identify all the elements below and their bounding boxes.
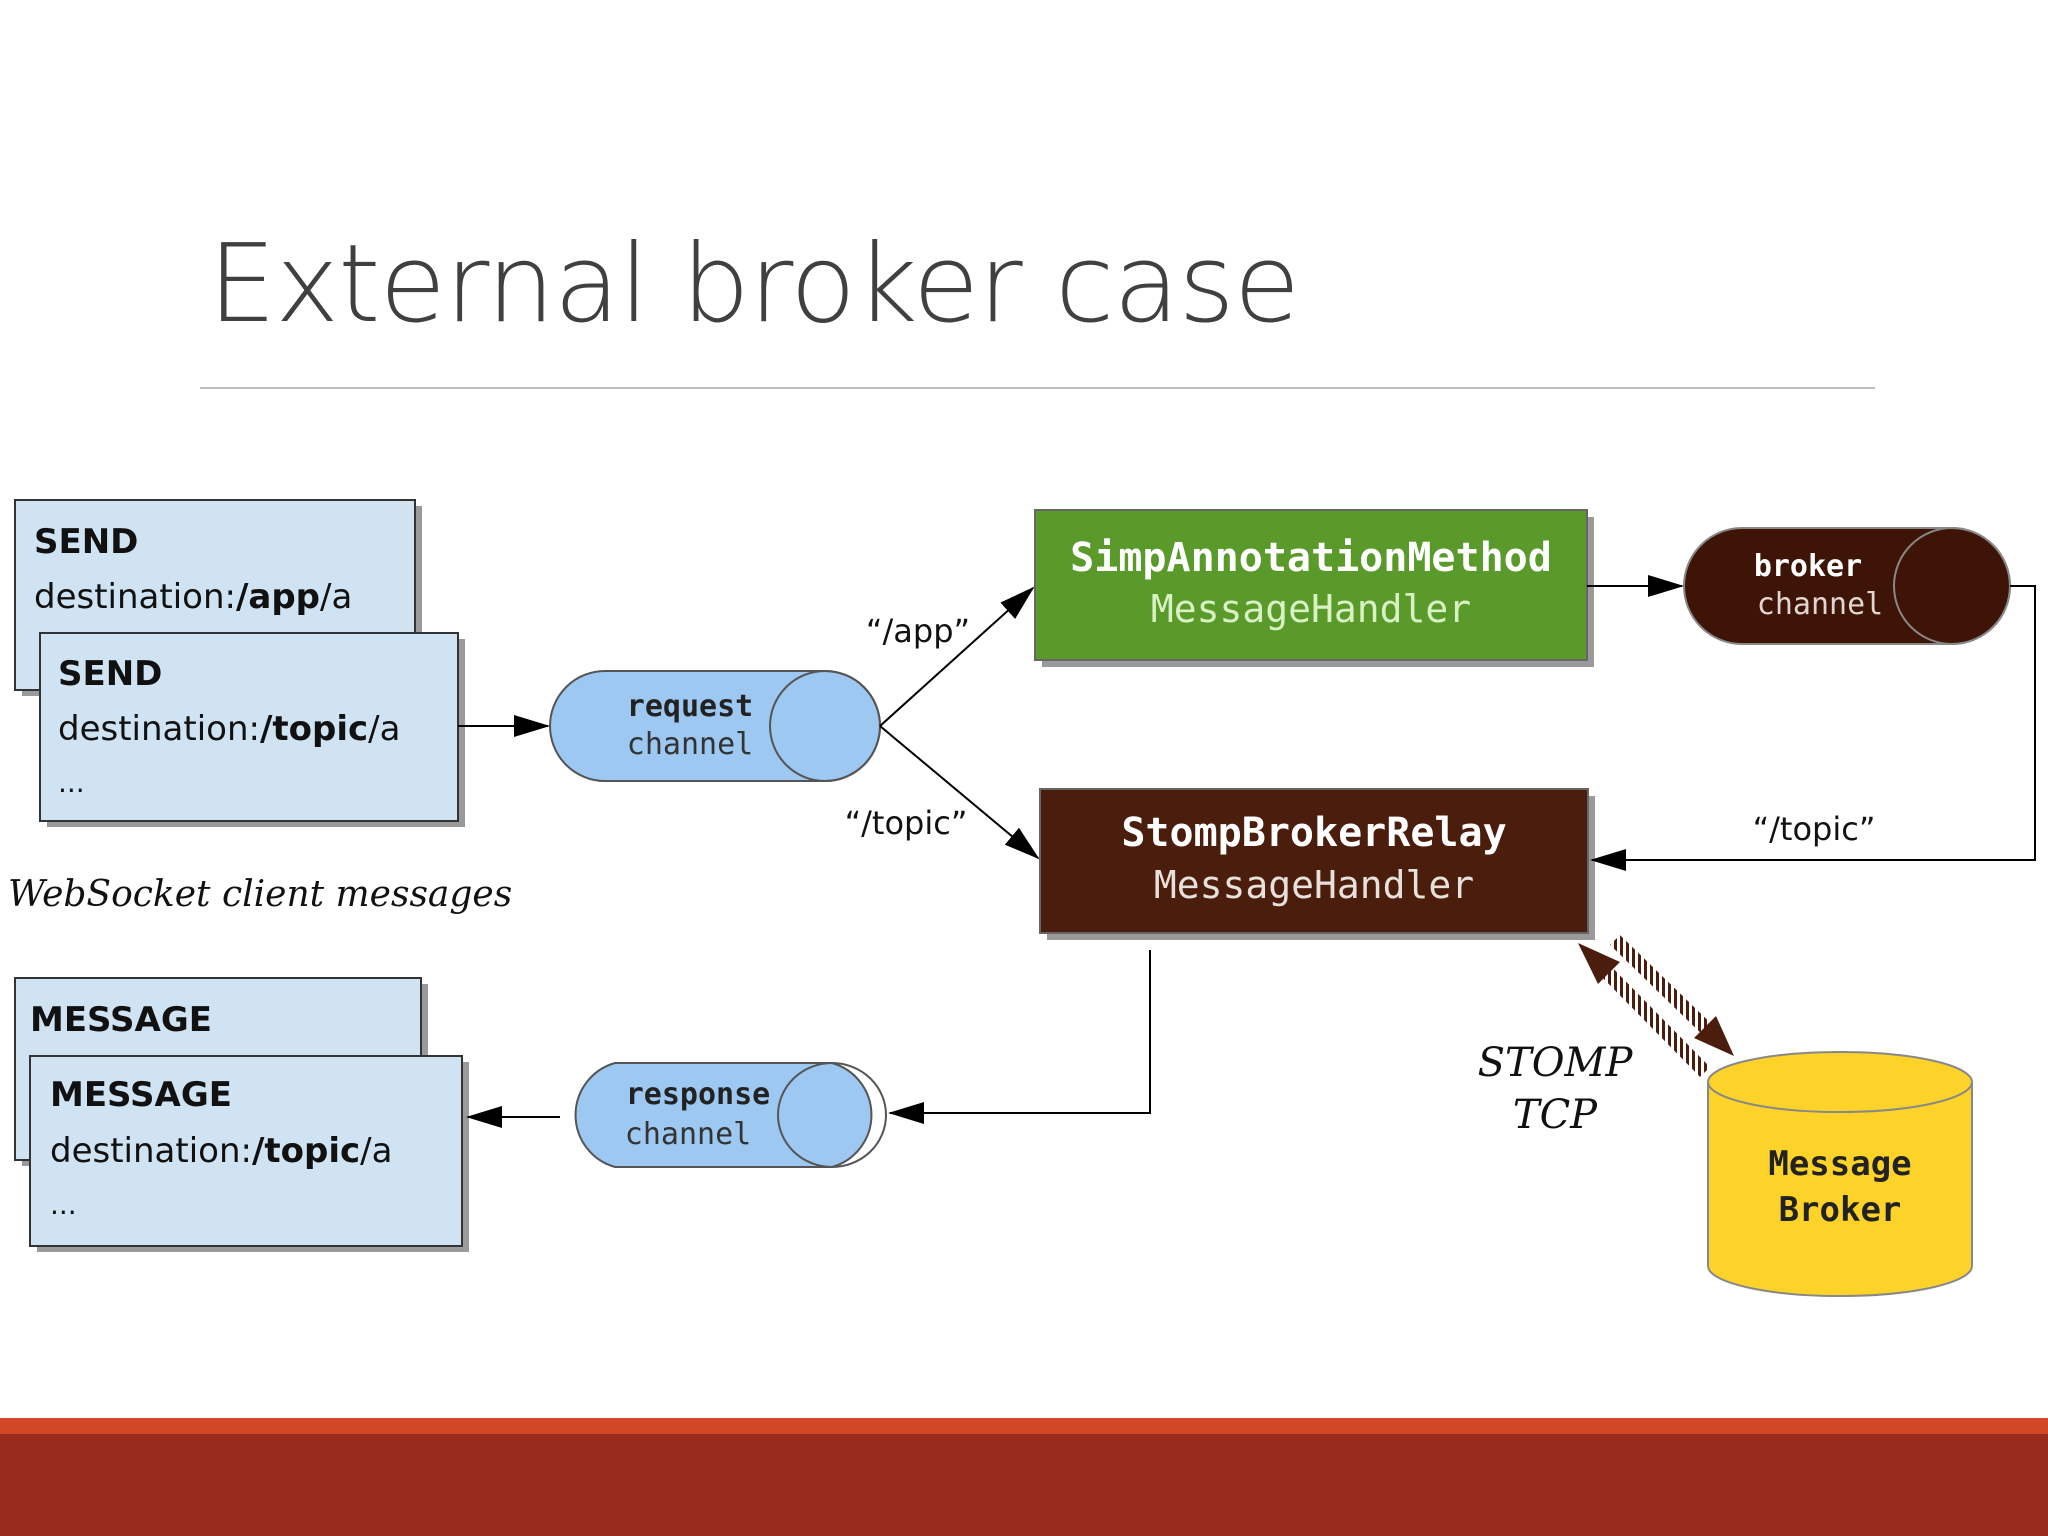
protocol-label-stomp: STOMP <box>1478 1040 1634 1086</box>
slide-footer-bar <box>0 1434 2048 1536</box>
send-message-front: SEND destination:/topic/a ... <box>39 632 465 827</box>
footer-accent-line <box>0 1418 2048 1434</box>
topic-route-label: “/topic” <box>845 804 968 842</box>
client-messages-caption: WebSocket client messages <box>8 874 512 915</box>
send-front-more: ... <box>58 766 85 799</box>
message-front: MESSAGE destination:/topic/a ... <box>29 1055 469 1252</box>
request-channel-sublabel: channel <box>627 727 753 762</box>
protocol-label-tcp: TCP <box>1513 1092 1598 1138</box>
message-front-more: ... <box>50 1188 77 1221</box>
request-channel: request channel <box>549 670 881 782</box>
app-route-arrow <box>879 586 1035 727</box>
send-front-destination: destination:/topic/a <box>58 709 400 749</box>
message-front-destination: destination:/topic/a <box>50 1131 392 1171</box>
response-channel: response channel <box>574 1062 887 1168</box>
message-front-command: MESSAGE <box>50 1075 232 1115</box>
simp-annotation-handler: SimpAnnotationMethod MessageHandler <box>1034 509 1594 667</box>
broker-topic-route-label: “/topic” <box>1753 810 1876 848</box>
broker-channel-sublabel: channel <box>1757 587 1883 622</box>
send-back-command: SEND <box>34 522 138 562</box>
send-back-destination: destination:/app/a <box>34 577 352 617</box>
broker-label-line2: Broker <box>1779 1190 1902 1230</box>
broker-channel: broker channel <box>1683 527 2011 645</box>
stomp-broker-relay-handler: StompBrokerRelay MessageHandler <box>1039 788 1595 940</box>
response-channel-label: response <box>626 1077 771 1112</box>
stomp-tcp-link <box>1578 934 1734 1077</box>
topic-route-arrow <box>879 725 1040 860</box>
broker-channel-label: broker <box>1754 549 1862 584</box>
simp-handler-subtitle: MessageHandler <box>1151 587 1471 631</box>
slide-title: External broker case <box>208 222 1300 347</box>
broker-label-line1: Message <box>1768 1144 1911 1184</box>
title-divider <box>200 387 1875 389</box>
relay-handler-title: StompBrokerRelay <box>1121 810 1506 856</box>
message-broker-database: Message Broker <box>1707 1051 1973 1297</box>
app-route-label: “/app” <box>866 612 970 650</box>
response-channel-sublabel: channel <box>625 1117 751 1152</box>
broker-channel-to-relay-arrow <box>1590 585 2036 871</box>
broker-diagram: SEND destination:/app/a SEND destination… <box>8 499 2036 1297</box>
simp-handler-title: SimpAnnotationMethod <box>1070 535 1552 581</box>
request-channel-label: request <box>627 689 753 724</box>
send-front-command: SEND <box>58 654 162 694</box>
relay-to-response-arrow <box>888 950 1151 1124</box>
relay-handler-subtitle: MessageHandler <box>1154 863 1474 907</box>
message-back-command: MESSAGE <box>30 1000 212 1040</box>
